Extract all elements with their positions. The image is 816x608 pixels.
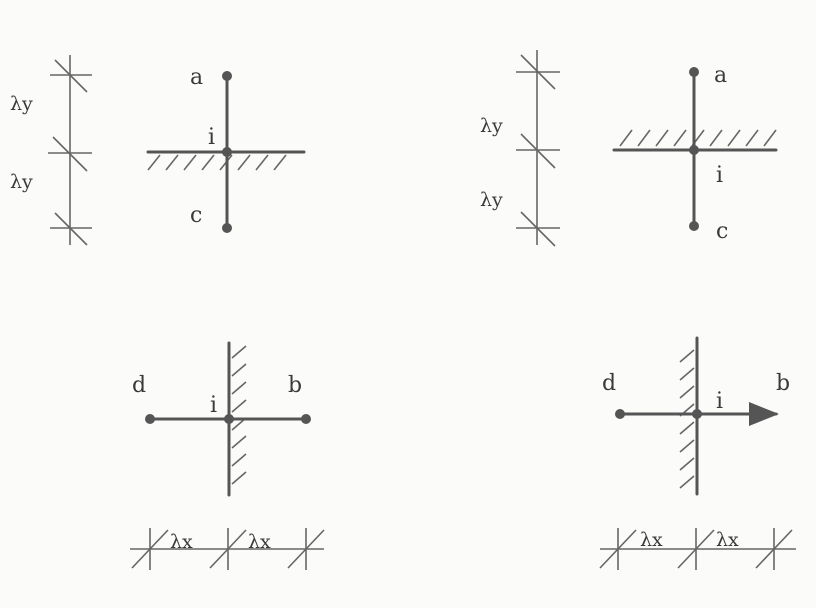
node-a-label: a bbox=[714, 63, 727, 88]
node-a-dot bbox=[222, 71, 232, 81]
node-i-dot bbox=[222, 147, 232, 157]
node-a-dot bbox=[689, 67, 699, 77]
node-i-label: i bbox=[208, 125, 215, 150]
panel-top-right: λy λy a i c bbox=[480, 50, 778, 247]
node-b-label: b bbox=[288, 373, 302, 398]
node-c-label: c bbox=[190, 203, 202, 228]
node-d-dot bbox=[145, 414, 155, 424]
node-i-dot bbox=[689, 145, 699, 155]
vertical-dimension-line bbox=[48, 55, 92, 246]
horizontal-dimension-line bbox=[599, 528, 796, 570]
panel-bottom-left: d i b λx λx bbox=[130, 341, 325, 570]
node-a-label: a bbox=[190, 65, 203, 90]
horizontal-dimension-line bbox=[130, 528, 325, 570]
node-i-label: i bbox=[716, 389, 723, 414]
node-i-label: i bbox=[210, 393, 217, 418]
spacing-label-x-right: λx bbox=[248, 531, 271, 553]
node-i-dot bbox=[692, 409, 702, 419]
spacing-label-x-right: λx bbox=[716, 529, 739, 551]
spacing-label-y-lower: λy bbox=[480, 189, 503, 211]
spacing-label-x-left: λx bbox=[640, 529, 663, 551]
node-c-dot bbox=[689, 221, 699, 231]
node-b-dot bbox=[301, 414, 311, 424]
node-b-label: b bbox=[776, 371, 790, 396]
node-c-label: c bbox=[716, 219, 728, 244]
panel-top-left: λy λy a i c bbox=[10, 55, 306, 246]
spacing-label-y-upper: λy bbox=[10, 93, 33, 115]
node-d-dot bbox=[615, 409, 625, 419]
node-i-label: i bbox=[716, 163, 723, 188]
vertical-dimension-line bbox=[516, 50, 560, 247]
panel-bottom-right: d i b λx λx bbox=[599, 336, 796, 570]
node-d-label: d bbox=[132, 373, 146, 398]
spacing-label-x-left: λx bbox=[170, 531, 193, 553]
node-c-dot bbox=[222, 223, 232, 233]
node-i-dot bbox=[224, 414, 234, 424]
node-d-label: d bbox=[602, 371, 616, 396]
spacing-label-y-lower: λy bbox=[10, 171, 33, 193]
spacing-label-y-upper: λy bbox=[480, 115, 503, 137]
